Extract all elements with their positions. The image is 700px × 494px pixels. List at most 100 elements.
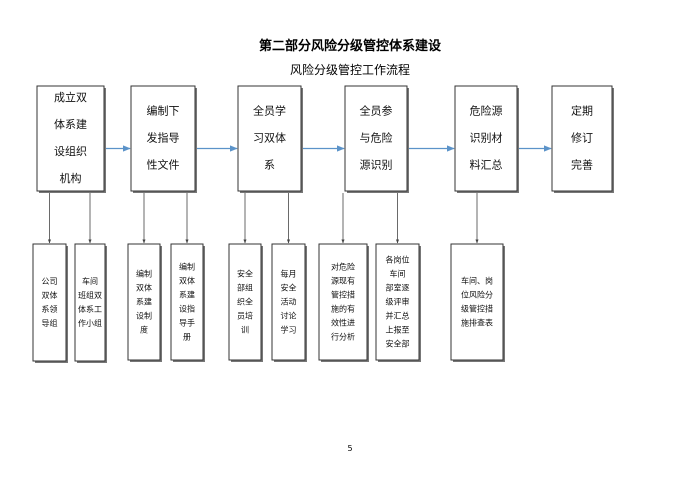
task-box-9-line: 级管控措 bbox=[461, 304, 493, 314]
task-box-5-line: 训 bbox=[241, 326, 249, 335]
task-box-4-line: 编制 bbox=[179, 262, 195, 272]
task-box-3-line: 度 bbox=[140, 325, 148, 335]
task-box-7-line: 效性进 bbox=[331, 318, 355, 328]
stage-box-5-line: 料汇总 bbox=[470, 158, 503, 172]
stage-box-1-line: 机构 bbox=[60, 171, 82, 185]
task-box-9-line: 施排查表 bbox=[461, 318, 493, 328]
task-box-8-line: 车间 bbox=[390, 269, 406, 279]
task-box-2-line: 车间 bbox=[82, 276, 98, 286]
stage-box-6-line: 修订 bbox=[571, 131, 593, 145]
task-box-9-line: 车间、岗 bbox=[461, 276, 493, 286]
stage-box-5-line: 识别材 bbox=[470, 131, 503, 145]
task-box-6-line: 学习 bbox=[281, 325, 297, 335]
stage-box-4-frame bbox=[344, 85, 408, 192]
task-box-5-line: 员培 bbox=[237, 311, 253, 321]
stage-box-1-line: 设组织 bbox=[54, 144, 87, 158]
task-box-8-line: 部室逐 bbox=[386, 283, 410, 293]
task-box-8-frame bbox=[375, 243, 420, 361]
stage-box-1-line: 成立双 bbox=[54, 90, 87, 104]
task-box-5-frame bbox=[228, 243, 262, 361]
task-box-3-line: 设制 bbox=[136, 311, 152, 321]
task-box-3-line: 双体 bbox=[136, 283, 152, 293]
task-box-2-frame bbox=[74, 243, 106, 362]
task-box-3-frame bbox=[127, 243, 161, 361]
stage-box-3-frame bbox=[237, 85, 302, 192]
task-box-6-line: 安全 bbox=[281, 283, 297, 293]
task-box-7-line: 施的有 bbox=[331, 304, 355, 314]
stage-box-6-frame bbox=[551, 85, 613, 192]
stage-boxes: 成立双体系建设组织机构编制下发指导性文件全员学习双体系全员参与危险源识别危险源识… bbox=[36, 85, 614, 193]
task-box-1-line: 公司 bbox=[42, 277, 58, 286]
stage-box-2-line: 性文件 bbox=[147, 158, 180, 172]
task-box-1-line: 系领 bbox=[42, 304, 58, 314]
stage-box-4-line: 与危险 bbox=[360, 131, 393, 145]
task-boxes: 公司双体系领导组车间班组双体系工作小组编制双体系建设制度编制双体系建设指导手册安… bbox=[32, 243, 505, 363]
task-box-6-frame bbox=[271, 243, 306, 361]
task-box-2-line: 体系工 bbox=[78, 304, 102, 314]
task-box-3-line: 编制 bbox=[136, 269, 152, 279]
task-box-8-line: 并汇总 bbox=[386, 311, 410, 321]
flow-connectors bbox=[47, 145, 552, 244]
task-box-1-line: 双体 bbox=[42, 290, 58, 300]
stage-box-2-line: 发指导 bbox=[147, 131, 180, 145]
stage-box-3-line: 系 bbox=[264, 159, 275, 172]
document-heading: 第二部分风险分级管控体系建设 bbox=[258, 39, 441, 54]
task-box-1-line: 导组 bbox=[42, 318, 58, 328]
task-box-5-line: 织全 bbox=[237, 297, 253, 307]
task-box-3-line: 系建 bbox=[136, 297, 152, 307]
task-box-8-line: 上报至 bbox=[386, 325, 410, 335]
stage-box-1-line: 体系建 bbox=[54, 117, 87, 131]
task-box-4-line: 设指 bbox=[179, 304, 195, 314]
stage-box-4-line: 全员参 bbox=[360, 104, 393, 118]
task-box-4-line: 册 bbox=[183, 333, 191, 342]
stage-box-5-frame bbox=[454, 85, 518, 192]
task-box-8-line: 级评审 bbox=[386, 297, 410, 307]
stage-box-3-line: 习双体 bbox=[253, 131, 286, 145]
task-box-7-line: 对危险 bbox=[331, 262, 355, 272]
task-box-4-line: 系建 bbox=[179, 290, 195, 300]
task-box-2-line: 作小组 bbox=[78, 318, 102, 328]
task-box-6-line: 讨论 bbox=[281, 311, 297, 321]
task-box-4-line: 导手 bbox=[179, 318, 195, 328]
stage-box-2-line: 编制下 bbox=[147, 104, 180, 118]
task-box-9-line: 位风险分 bbox=[461, 290, 493, 300]
task-box-7-line: 行分析 bbox=[331, 332, 355, 342]
stage-box-3-line: 全员学 bbox=[253, 104, 286, 118]
stage-box-6-line: 完善 bbox=[571, 158, 593, 172]
task-box-7-frame bbox=[318, 243, 368, 361]
task-box-6-line: 每月 bbox=[281, 269, 297, 279]
task-box-5-line: 部组 bbox=[237, 283, 253, 293]
task-box-9-frame bbox=[450, 243, 504, 361]
task-box-5-line: 安全 bbox=[237, 269, 253, 279]
diagram-title: 风险分级管控工作流程 bbox=[289, 63, 410, 77]
task-box-1-frame bbox=[32, 243, 67, 362]
page-number: 5 bbox=[347, 444, 353, 453]
task-box-6-line: 活动 bbox=[281, 297, 297, 307]
task-box-7-line: 源现有 bbox=[331, 276, 355, 286]
task-box-7-line: 管控措 bbox=[331, 290, 355, 300]
stage-box-4-line: 源识别 bbox=[360, 158, 393, 172]
stage-box-2-frame bbox=[130, 85, 196, 192]
task-box-4-frame bbox=[170, 243, 204, 361]
task-box-8-line: 各岗位 bbox=[386, 255, 410, 265]
task-box-8-line: 安全部 bbox=[386, 339, 410, 349]
stage-box-1-frame bbox=[36, 85, 105, 192]
stage-box-6-line: 定期 bbox=[571, 104, 593, 118]
task-box-2-line: 班组双 bbox=[78, 290, 102, 300]
